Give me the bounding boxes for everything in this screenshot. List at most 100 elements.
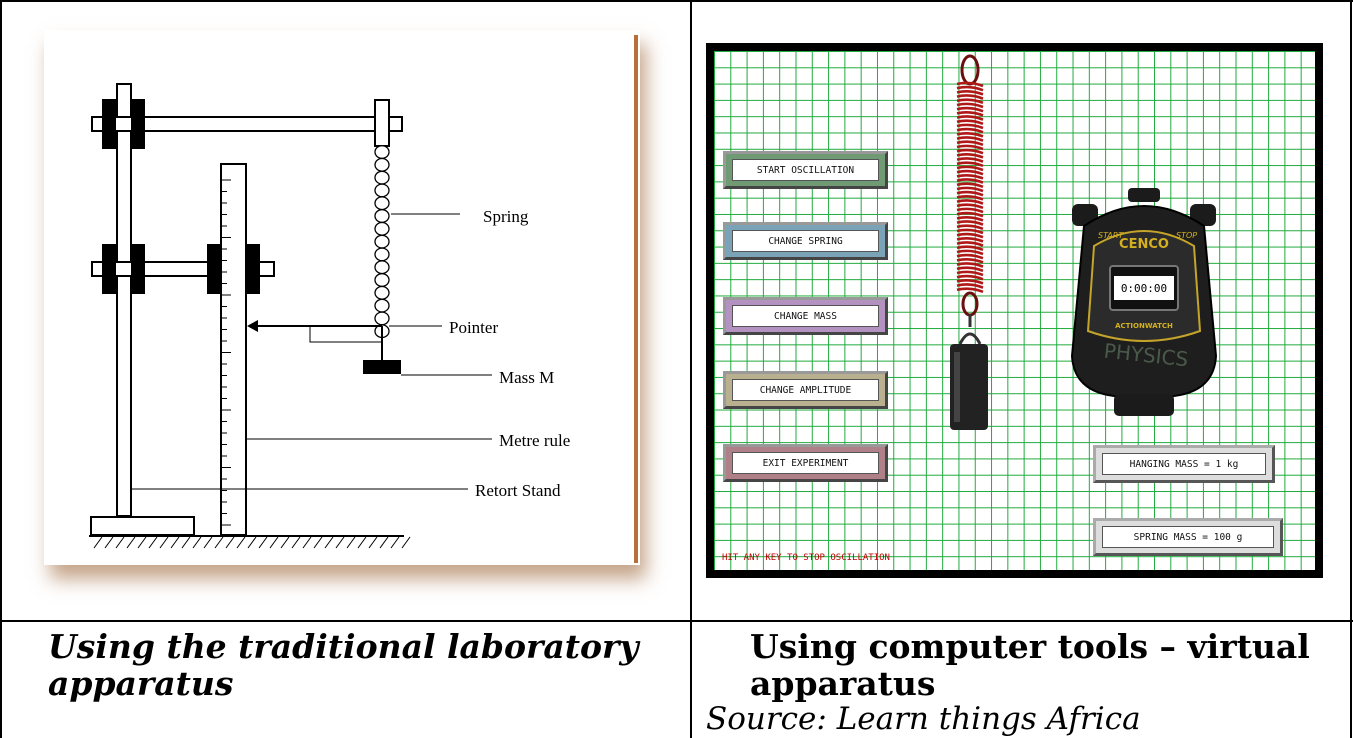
spring-turn xyxy=(956,98,984,105)
start-oscillation-label: START OSCILLATION xyxy=(732,159,879,181)
exit-experiment-button[interactable]: EXIT EXPERIMENT xyxy=(723,444,888,482)
hatch-mark xyxy=(313,536,323,549)
table-border-row xyxy=(0,620,1353,622)
mass-m xyxy=(363,360,401,374)
lower-boss-right xyxy=(131,244,145,294)
hatch-mark xyxy=(192,536,202,549)
spring-turn xyxy=(956,123,984,130)
spring-coil xyxy=(374,285,390,300)
hatch-mark xyxy=(148,536,158,549)
ground-hatching xyxy=(93,536,411,549)
table-border-top xyxy=(0,0,1353,2)
label-retort-stand: Retort Stand xyxy=(475,481,561,500)
hatch-mark xyxy=(324,536,334,549)
hatch-mark xyxy=(379,536,389,549)
spring-turn xyxy=(956,81,984,88)
spring-coil xyxy=(374,273,390,287)
spring-turn xyxy=(956,199,984,205)
hatch-mark xyxy=(203,536,213,549)
spring-turn xyxy=(956,169,984,176)
hatch-mark xyxy=(346,536,356,549)
spring-turn xyxy=(956,178,984,184)
spring-turn xyxy=(956,119,984,126)
spring-hook xyxy=(374,99,390,147)
spring-turn xyxy=(956,152,984,159)
hatch-mark xyxy=(170,536,180,549)
hatch-mark xyxy=(280,536,290,549)
table-border-left xyxy=(0,0,2,738)
spring-turn xyxy=(956,211,984,218)
spring-turn xyxy=(956,131,984,138)
hatch-mark xyxy=(115,536,125,549)
table-border-middle xyxy=(690,0,692,738)
caption-traditional: Using the traditional laboratory apparat… xyxy=(48,627,639,703)
lower-boss-left xyxy=(102,244,116,294)
model-label: ACTIONWATCH xyxy=(1115,322,1173,330)
spring-coil xyxy=(374,234,390,249)
spring-turn xyxy=(956,224,984,231)
spring-turn xyxy=(956,115,984,121)
spring-turn xyxy=(956,274,984,281)
spring-turn xyxy=(956,110,984,117)
hatch-mark xyxy=(104,536,114,549)
hanging-mass-display: HANGING MASS = 1 kg xyxy=(1093,445,1275,483)
spring-turn xyxy=(956,266,984,273)
hatch-mark xyxy=(401,536,411,549)
spring-coil xyxy=(374,221,390,236)
spring-coil xyxy=(374,157,390,172)
spring-turn xyxy=(956,106,984,113)
metre-rule-ticks xyxy=(221,179,231,526)
spring-turn xyxy=(956,94,984,100)
hatch-mark xyxy=(93,536,103,549)
spring-turn xyxy=(956,161,984,168)
spring-turn xyxy=(956,245,984,252)
spring-turn xyxy=(956,85,984,92)
change-mass-button[interactable]: CHANGE MASS xyxy=(723,297,888,335)
change-amplitude-label: CHANGE AMPLITUDE xyxy=(732,379,879,401)
spring-turn xyxy=(956,194,984,201)
exit-experiment-label: EXIT EXPERIMENT xyxy=(732,452,879,474)
spring-turn xyxy=(956,278,984,285)
spring-coil xyxy=(374,209,390,223)
change-amplitude-button[interactable]: CHANGE AMPLITUDE xyxy=(723,371,888,409)
spring-turn xyxy=(956,140,984,147)
apparatus-diagram xyxy=(89,83,492,549)
hanging-mass-value: HANGING MASS = 1 kg xyxy=(1102,453,1266,475)
label-pointer: Pointer xyxy=(449,318,499,337)
caption-virtual: Using computer tools – virtual apparatus xyxy=(750,627,1310,703)
hatch-mark xyxy=(390,536,400,549)
top-hook-icon xyxy=(960,54,980,86)
label-metre-rule: Metre rule xyxy=(499,431,571,450)
spring-turn xyxy=(956,253,984,260)
spring-turn xyxy=(956,207,984,214)
bottom-hook-icon xyxy=(961,291,979,317)
hatch-mark xyxy=(368,536,378,549)
spring-turn xyxy=(956,257,984,264)
hatch-mark xyxy=(269,536,279,549)
hatch-mark xyxy=(137,536,147,549)
spring-coil xyxy=(374,183,390,198)
spring-coil xyxy=(374,298,390,313)
spring-turn xyxy=(956,215,984,222)
caption-source: Source: Learn things Africa xyxy=(706,701,1141,737)
hatch-mark xyxy=(357,536,367,549)
spring-turn xyxy=(956,148,984,155)
spring-turn xyxy=(956,249,984,256)
spring-turn xyxy=(956,157,984,163)
strap-stub xyxy=(1114,394,1174,416)
table-border-right xyxy=(1350,0,1352,738)
spring-turn xyxy=(956,182,984,189)
weight-highlight xyxy=(954,352,960,422)
label-mass: Mass M xyxy=(499,368,555,387)
spring-turn xyxy=(956,241,984,247)
start-label: START xyxy=(1098,231,1124,240)
rule-clamp-left xyxy=(207,244,221,294)
change-spring-button[interactable]: CHANGE SPRING xyxy=(723,222,888,260)
rule-clamp-right xyxy=(246,244,260,294)
spring-mass-display: SPRING MASS = 100 g xyxy=(1093,518,1283,556)
spring-turn xyxy=(956,102,984,109)
start-oscillation-button[interactable]: START OSCILLATION xyxy=(723,151,888,189)
spring-coil xyxy=(374,196,390,211)
hatch-mark xyxy=(258,536,268,549)
